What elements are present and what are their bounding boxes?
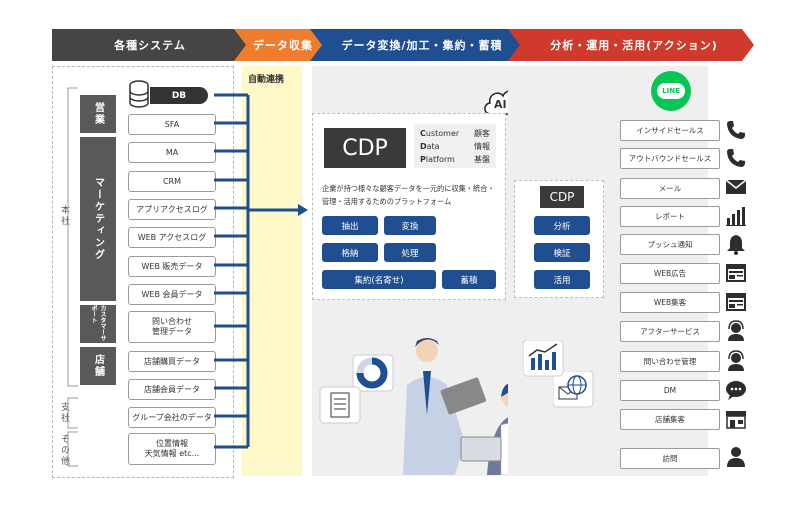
- bell-icon: [727, 235, 745, 255]
- source-other: 位置情報 天気情報 etc...: [128, 433, 216, 465]
- cdp-title: CDP: [324, 128, 406, 168]
- action-dm: DM: [620, 380, 720, 401]
- source-sfa: SFA: [128, 114, 216, 135]
- dept-eigyo: 営業: [80, 95, 116, 133]
- source-support: 問い合わせ 管理データ: [128, 311, 216, 343]
- group-shisha: 支社: [59, 402, 69, 424]
- systems-panel: [52, 66, 234, 478]
- group-brackets: [67, 87, 78, 467]
- mail-icon: [725, 179, 747, 194]
- btn-verify: 検証: [534, 243, 590, 262]
- header-systems: 各種システム: [52, 29, 248, 61]
- action-web-acquisition: WEB集客: [620, 292, 720, 313]
- source-store-purchase: 店舗購買データ: [128, 351, 216, 372]
- header-collection: データ収集: [234, 29, 328, 61]
- action-inside-sales: インサイドセールス: [620, 120, 720, 141]
- group-sonota: その他: [59, 434, 69, 467]
- action-store-acquisition: 店舗集客: [620, 409, 720, 430]
- btn-aggregate: 集約(名寄せ): [322, 270, 436, 289]
- phone-icon: [727, 121, 745, 139]
- line-logo-text: LINE: [657, 83, 685, 99]
- source-crm: CRM: [128, 171, 216, 192]
- btn-store: 格納: [322, 243, 378, 262]
- btn-utilize: 活用: [534, 270, 590, 289]
- group-honsha: 本社: [59, 205, 69, 227]
- action-visit: 訪問: [620, 448, 720, 469]
- dept-tenpo: 店舗: [80, 347, 116, 385]
- db-label: DB: [150, 87, 208, 104]
- source-web-sales: WEB 販売データ: [128, 256, 216, 277]
- headset-icon: [728, 350, 744, 371]
- source-ma: MA: [128, 142, 216, 163]
- bar-chart-card-icon: [523, 340, 564, 377]
- cdp-description: 企業が持つ様々な顧客データを一元的に収集・統合・管理・活用するためのプラットフォ…: [322, 184, 495, 206]
- action-outbound-sales: アウトバウンドセールス: [620, 148, 720, 169]
- btn-process: 処理: [384, 243, 436, 262]
- btn-analyze: 分析: [534, 216, 590, 235]
- store-icon: [726, 411, 746, 429]
- action-mail: メール: [620, 178, 720, 199]
- source-group-company: グループ会社のデータ: [128, 407, 216, 428]
- source-web-log: WEB アクセスログ: [128, 227, 216, 248]
- action-web-ad: WEB広告: [620, 263, 720, 284]
- collection-band: [242, 66, 302, 476]
- headset-icon: [728, 320, 744, 341]
- dept-support: カスタマーサポート: [80, 305, 116, 343]
- dept-marketing: マーケティング: [80, 137, 116, 301]
- action-push: プッシュ通知: [620, 234, 720, 255]
- database-icon: [129, 80, 149, 108]
- ai-label: AI: [494, 98, 507, 111]
- action-after-service: アフターサービス: [620, 321, 720, 342]
- web-page-icon: [726, 264, 746, 282]
- person-icon: [727, 447, 745, 467]
- source-web-member: WEB 会員データ: [128, 284, 216, 305]
- source-app-log: アプリアクセスログ: [128, 199, 216, 220]
- connector-lines: [214, 93, 308, 449]
- action-report: レポート: [620, 206, 720, 227]
- action-inquiry: 問い合わせ管理: [620, 351, 720, 372]
- bar-chart-icon: [726, 207, 746, 226]
- phone-icon: [727, 149, 745, 167]
- speech-bubble-icon: [726, 381, 746, 400]
- header-analysis: 分析・運用・活用(アクション): [508, 29, 754, 61]
- web-page-icon: [726, 293, 746, 311]
- btn-accumulate: 蓄積: [442, 270, 496, 289]
- source-store-member: 店舗会員データ: [128, 379, 216, 400]
- btn-convert: 変換: [384, 216, 436, 235]
- cdp-small-title: CDP: [540, 186, 584, 208]
- auto-link-label: 自動連携: [248, 75, 285, 85]
- header-transform: データ変換/加工・集約・蓄積: [310, 29, 528, 61]
- btn-extract: 抽出: [322, 216, 378, 235]
- globe-mail-card-icon: [553, 371, 594, 408]
